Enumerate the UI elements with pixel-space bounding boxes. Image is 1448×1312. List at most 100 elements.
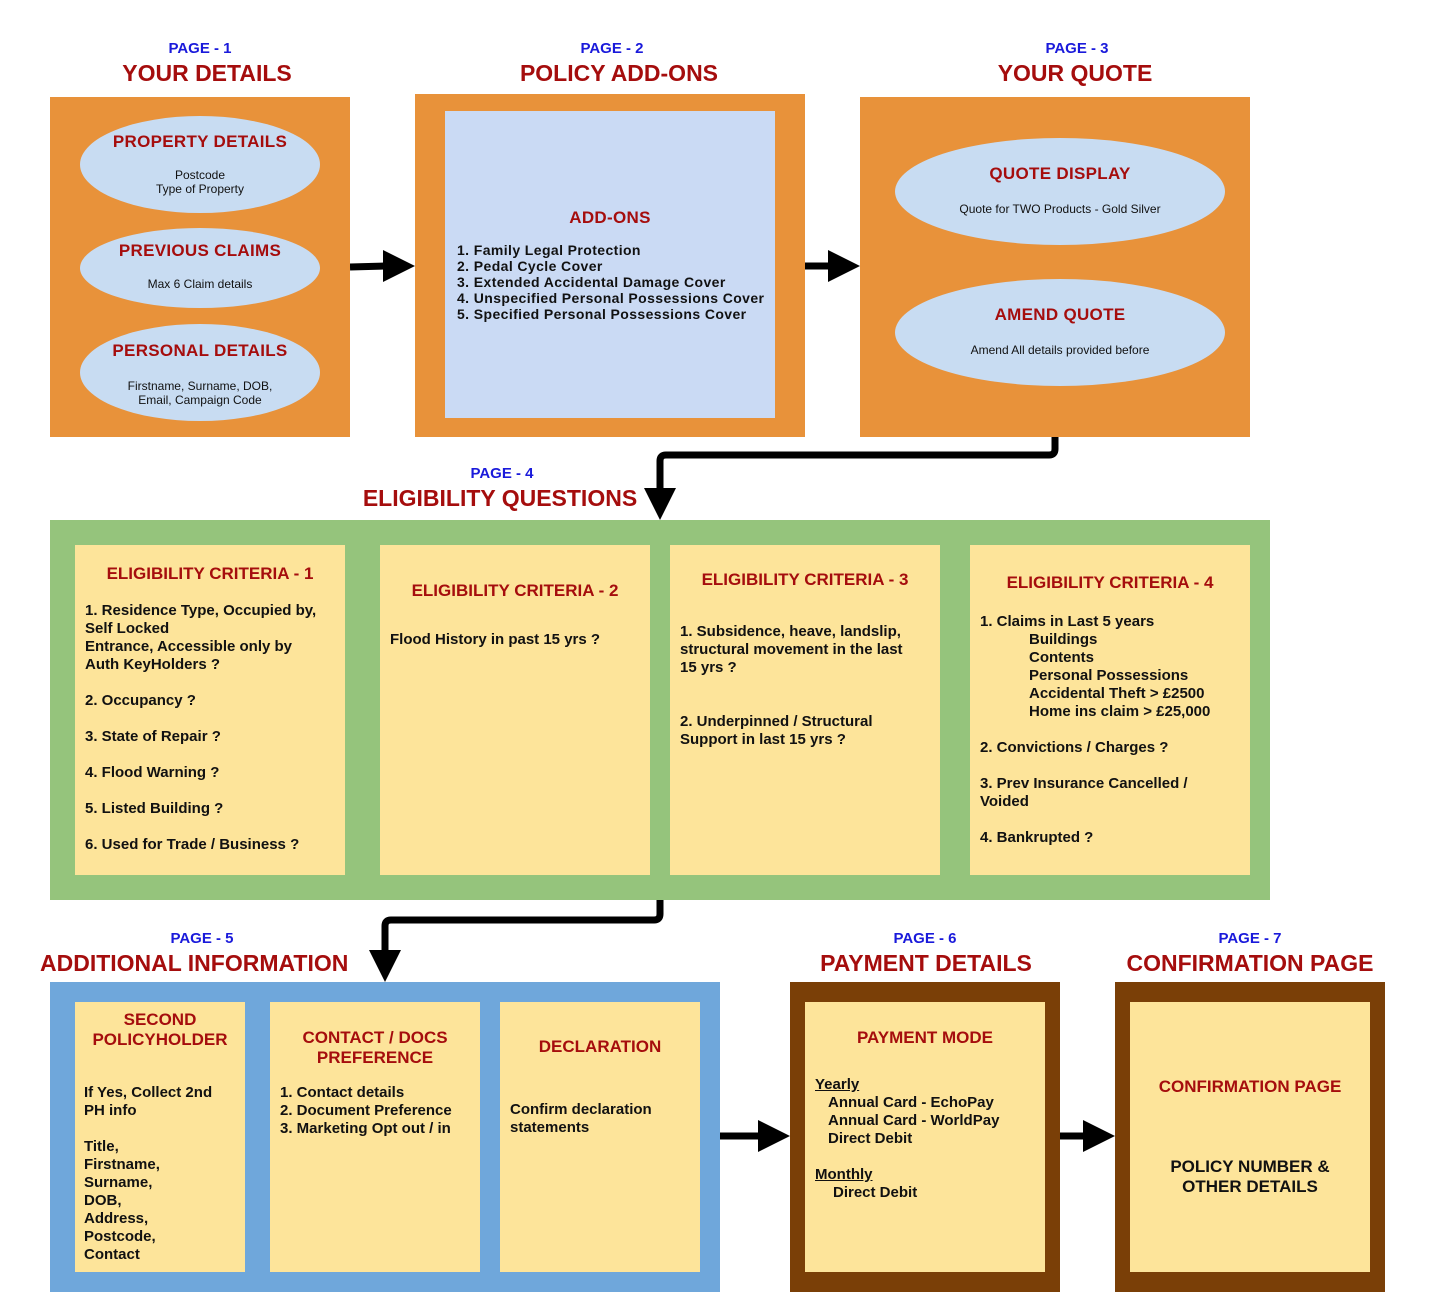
text-line: POLICY NUMBER & xyxy=(1170,1157,1330,1176)
criteria-3-question-2: 2. Underpinned / Structural Support in l… xyxy=(680,713,930,749)
contact-docs-panel: CONTACT / DOCS PREFERENCE 1. Contact det… xyxy=(270,1002,480,1272)
question-line: Auth KeyHolders ? xyxy=(85,656,221,673)
title-line: PREFERENCE xyxy=(316,1048,434,1067)
page2-title: POLICY ADD-ONS xyxy=(519,60,719,86)
field-label: Postcode, xyxy=(84,1228,156,1245)
previous-claims-ellipse: PREVIOUS CLAIMS Max 6 Claim details xyxy=(80,228,320,308)
page7-number: PAGE - 7 xyxy=(1218,930,1282,947)
page2-box: ADD-ONS 1. Family Legal Protection 2. Pe… xyxy=(415,94,805,437)
page7-title: CONFIRMATION PAGE xyxy=(1126,950,1374,976)
personal-details-line: Firstname, Surname, DOB, xyxy=(127,379,273,393)
page3-title: YOUR QUOTE xyxy=(997,60,1153,86)
criteria-1-question-4: 4. Flood Warning ? xyxy=(85,764,220,781)
question-line: 3. Prev Insurance Cancelled / xyxy=(980,775,1188,792)
property-details-title: PROPERTY DETAILS xyxy=(112,132,288,151)
page4-box: ELIGIBILITY CRITERIA - 1 1. Residence Ty… xyxy=(50,520,1270,900)
claim-type: Buildings xyxy=(1029,631,1098,648)
page1-box: PROPERTY DETAILS Postcode Type of Proper… xyxy=(50,97,350,437)
claim-type: Home ins claim > £25,000 xyxy=(1029,703,1211,720)
list-item: 1. Contact details xyxy=(280,1084,405,1101)
page2-number: PAGE - 2 xyxy=(580,40,644,57)
addon-item: 2. Pedal Cycle Cover xyxy=(457,258,603,274)
text-line: If Yes, Collect 2nd xyxy=(84,1084,213,1101)
question-line: Voided xyxy=(980,793,1029,810)
second-policyholder-panel: SECOND POLICYHOLDER If Yes, Collect 2nd … xyxy=(75,1002,245,1272)
field-label: Title, xyxy=(84,1138,119,1155)
page3-number: PAGE - 3 xyxy=(1045,40,1109,57)
quote-display-line: Quote for TWO Products - Gold Silver xyxy=(959,202,1161,216)
text-line: OTHER DETAILS xyxy=(1182,1177,1318,1196)
personal-details-ellipse: PERSONAL DETAILS Firstname, Surname, DOB… xyxy=(80,324,320,421)
confirmation-text: POLICY NUMBER & OTHER DETAILS xyxy=(1140,1157,1360,1197)
arrow-page2-to-page3 xyxy=(805,250,860,282)
list-item: 3. Marketing Opt out / in xyxy=(280,1120,451,1137)
payment-option: Direct Debit xyxy=(833,1184,918,1201)
criteria-4-question-1: 1. Claims in Last 5 years xyxy=(980,613,1155,630)
criteria-1-question-5: 5. Listed Building ? xyxy=(85,800,224,817)
declaration-text: Confirm declaration statements xyxy=(510,1101,690,1137)
criteria-3-panel: ELIGIBILITY CRITERIA - 3 1. Subsidence, … xyxy=(670,545,940,875)
confirmation-panel: CONFIRMATION PAGE POLICY NUMBER & OTHER … xyxy=(1130,1002,1370,1272)
text-line: PH info xyxy=(84,1102,137,1119)
contact-docs-title: CONTACT / DOCS PREFERENCE xyxy=(280,1028,470,1068)
second-policyholder-title: SECOND POLICYHOLDER xyxy=(84,1010,236,1050)
criteria-1-question-6: 6. Used for Trade / Business ? xyxy=(85,836,300,853)
arrow-page5-to-page6 xyxy=(720,1120,790,1152)
page1-title: YOUR DETAILS xyxy=(122,60,292,86)
criteria-3-question-1: 1. Subsidence, heave, landslip, structur… xyxy=(680,623,930,677)
text-line: Confirm declaration xyxy=(510,1101,652,1118)
second-policyholder-fields: Title, Firstname, Surname, DOB, Address,… xyxy=(84,1138,236,1264)
personal-details-line: Email, Campaign Code xyxy=(138,393,262,407)
criteria-4-question-3: 3. Prev Insurance Cancelled / Voided xyxy=(980,775,1240,811)
arrow-page3-to-page4 xyxy=(644,437,1059,520)
question-line: Entrance, Accessible only by xyxy=(85,638,293,655)
title-line: CONTACT / DOCS xyxy=(302,1028,448,1047)
page7-box: CONFIRMATION PAGE POLICY NUMBER & OTHER … xyxy=(1115,982,1385,1292)
property-details-ellipse: PROPERTY DETAILS Postcode Type of Proper… xyxy=(80,116,320,213)
text-line: statements xyxy=(510,1119,590,1136)
page5-box: SECOND POLICYHOLDER If Yes, Collect 2nd … xyxy=(50,982,720,1292)
criteria-2-title: ELIGIBILITY CRITERIA - 2 xyxy=(411,581,619,600)
criteria-4-title: ELIGIBILITY CRITERIA - 4 xyxy=(1006,573,1214,592)
payment-option: Direct Debit xyxy=(828,1130,913,1147)
payment-mode-title: PAYMENT MODE xyxy=(856,1028,994,1047)
criteria-2-question-1: Flood History in past 15 yrs ? xyxy=(390,631,601,648)
yearly-label: Yearly xyxy=(815,1076,860,1093)
field-label: Firstname, xyxy=(84,1156,160,1173)
personal-details-title: PERSONAL DETAILS xyxy=(112,341,288,360)
criteria-4-claim-types: Buildings Contents Personal Possessions … xyxy=(980,631,1240,721)
claim-type: Accidental Theft > £2500 xyxy=(1029,685,1205,702)
criteria-4-panel: ELIGIBILITY CRITERIA - 4 1. Claims in La… xyxy=(970,545,1250,875)
page5-number: PAGE - 5 xyxy=(170,930,234,947)
amend-quote-title: AMEND QUOTE xyxy=(994,305,1126,324)
criteria-4-question-2: 2. Convictions / Charges ? xyxy=(980,739,1169,756)
declaration-title: DECLARATION xyxy=(538,1037,662,1056)
quote-display-title: QUOTE DISPLAY xyxy=(989,164,1131,183)
question-line: 1. Residence Type, Occupied by, xyxy=(85,602,317,619)
amend-quote-line: Amend All details provided before xyxy=(970,343,1150,357)
arrow-page4-to-page5 xyxy=(369,900,664,982)
second-policyholder-intro: If Yes, Collect 2nd PH info xyxy=(84,1084,236,1120)
question-line: 2. Underpinned / Structural xyxy=(680,713,873,730)
page4-number: PAGE - 4 xyxy=(470,465,534,482)
field-label: Contact xyxy=(84,1246,140,1263)
question-line: structural movement in the last xyxy=(680,641,903,658)
addons-panel: ADD-ONS 1. Family Legal Protection 2. Pe… xyxy=(445,111,775,418)
addons-title: ADD-ONS xyxy=(569,208,651,227)
monthly-options: Direct Debit xyxy=(815,1184,1035,1202)
criteria-4-question-4: 4. Bankrupted ? xyxy=(980,829,1094,846)
claim-type: Contents xyxy=(1029,649,1094,666)
addon-item: 4. Unspecified Personal Possessions Cove… xyxy=(457,290,765,306)
addon-item: 5. Specified Personal Possessions Cover xyxy=(457,306,747,322)
title-line: POLICYHOLDER xyxy=(92,1030,228,1049)
criteria-1-question-2: 2. Occupancy ? xyxy=(85,692,196,709)
field-label: Surname, xyxy=(84,1174,153,1191)
criteria-1-question-3: 3. State of Repair ? xyxy=(85,728,221,745)
criteria-1-question-1: 1. Residence Type, Occupied by, Self Loc… xyxy=(85,602,335,674)
confirmation-title: CONFIRMATION PAGE xyxy=(1158,1077,1342,1096)
contact-docs-items: 1. Contact details 2. Document Preferenc… xyxy=(280,1084,470,1138)
payment-option: Annual Card - WorldPay xyxy=(828,1112,1000,1129)
addon-item: 1. Family Legal Protection xyxy=(457,242,641,258)
title-line: SECOND xyxy=(123,1010,197,1029)
